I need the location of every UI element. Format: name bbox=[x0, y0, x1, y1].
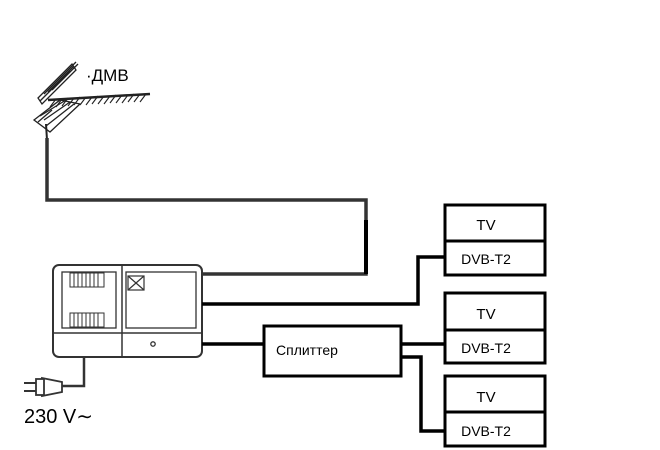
decoder-label: DVB-T2 bbox=[461, 423, 511, 439]
receiver-3: TV DVB-T2 bbox=[443, 374, 547, 448]
splitter-box bbox=[262, 324, 403, 378]
splitter-label: Сплиттер bbox=[276, 342, 338, 358]
tv-label: TV bbox=[476, 389, 495, 406]
indicator-led-icon bbox=[150, 341, 156, 347]
antenna-cable bbox=[45, 138, 368, 276]
tv-label: TV bbox=[476, 217, 495, 234]
decoder-label: DVB-T2 bbox=[461, 340, 511, 356]
cable-to-receiver-1 bbox=[202, 255, 446, 306]
output-cables bbox=[202, 255, 446, 433]
receiver-2: TV DVB-T2 bbox=[443, 291, 547, 365]
decoder-label: DVB-T2 bbox=[461, 251, 511, 267]
amplifier-unit bbox=[52, 264, 203, 358]
cable-to-receiver-3 bbox=[401, 355, 446, 433]
power-plug-icon bbox=[24, 357, 86, 398]
power-label: 230 V∼ bbox=[24, 406, 93, 428]
tv-label: TV bbox=[476, 306, 495, 323]
receiver-1: TV DVB-T2 bbox=[443, 203, 547, 277]
uhf-antenna-icon bbox=[32, 61, 151, 141]
antenna-label: ·ДМВ bbox=[86, 66, 129, 85]
